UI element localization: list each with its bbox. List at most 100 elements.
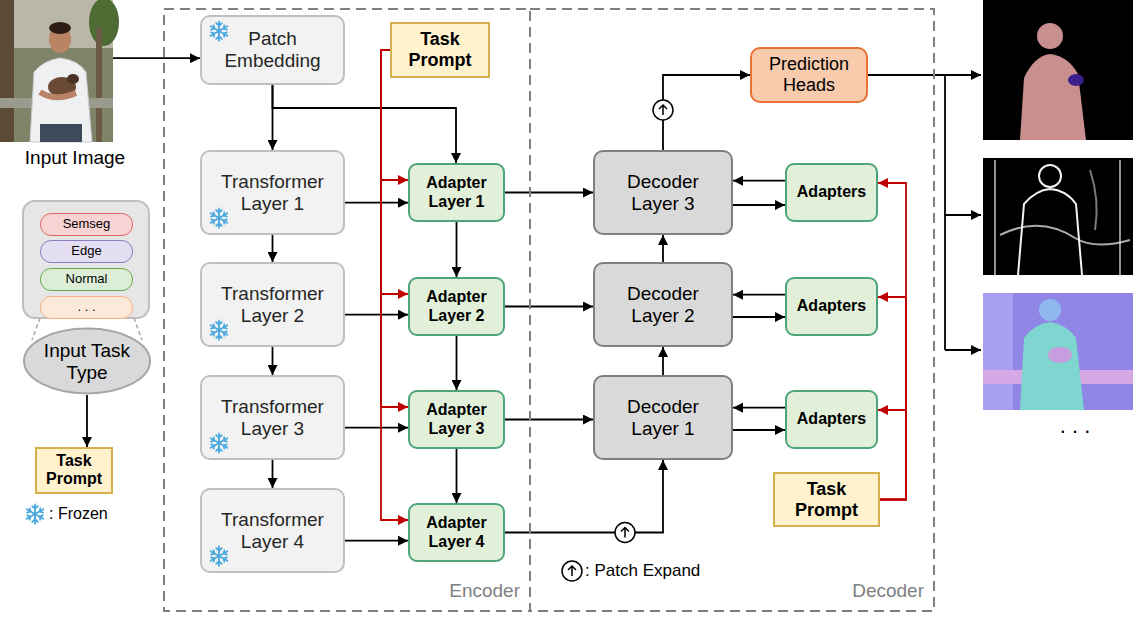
text-wrapper: Adapter Layer 4 <box>410 505 503 560</box>
task-prompt-box: Task Prompt <box>390 22 490 78</box>
text-wrapper: Transformer Layer 2 <box>202 264 343 345</box>
node-text: Adapter Layer 2 <box>418 288 495 325</box>
arrow-connector <box>456 336 458 390</box>
arrow-connector <box>733 180 785 182</box>
arrow-connector <box>662 235 664 262</box>
node-text: Semseg <box>63 217 111 232</box>
decoder-region: Decoder Prediction HeadsDecoder Layer 3 Ad… <box>530 8 935 612</box>
text-wrapper: Semseg <box>41 214 132 235</box>
arrow-connector <box>345 202 408 204</box>
input-image: Input Image <box>0 0 113 142</box>
arrow-connector <box>272 460 274 488</box>
node-text: Adapters <box>797 183 866 201</box>
snowflake-icon <box>208 432 230 454</box>
decoder-layer-box: Decoder Layer 2 <box>593 262 733 347</box>
legend-patch-expand-symbol <box>562 561 582 581</box>
node-text: Transformer Layer 1 <box>210 171 335 215</box>
arrow-connector <box>733 204 785 206</box>
decoder-layer-box: Decoder Layer 1 <box>593 375 733 460</box>
adapter-box: Adapter Layer 2 <box>408 277 505 336</box>
decoder-layer-box: Decoder Layer 3 <box>593 150 733 235</box>
segmentation-output <box>983 0 1133 140</box>
process-box: Patch Embedding <box>200 15 345 85</box>
snowflake-icon <box>208 207 230 229</box>
transformer-layer-box: Transformer Layer 1 <box>200 150 345 235</box>
text-wrapper: Adapter Layer 1 <box>410 165 503 220</box>
task-type-oval <box>24 329 150 394</box>
arrow-connector <box>662 347 664 375</box>
arrow-connector <box>505 460 663 533</box>
patch-expand-symbol <box>615 523 635 543</box>
text-wrapper: Patch Embedding <box>202 17 343 83</box>
arrow-connector <box>381 50 408 407</box>
arrow-connector <box>733 316 785 318</box>
arrow-connector <box>345 427 408 429</box>
arrow-connector <box>272 347 274 375</box>
arrow-connector <box>505 306 593 308</box>
node-text: Adapter Layer 1 <box>418 174 495 211</box>
text-wrapper: Decoder Layer 3 <box>595 152 731 233</box>
node-text: Input Task Type <box>30 340 144 384</box>
node-text: Normal <box>66 272 108 287</box>
task-prompt-box: Task Prompt <box>35 447 113 494</box>
arrow-connector <box>345 314 408 316</box>
more-outputs-mark: . . . <box>1040 413 1110 439</box>
arrow-connector <box>505 419 593 421</box>
node-text: Transformer Layer 4 <box>210 509 335 553</box>
node-text: Input Image <box>25 147 125 169</box>
node-text: Adapter Layer 4 <box>418 514 495 551</box>
edge-output <box>983 158 1133 275</box>
text-wrapper: Adapters <box>787 392 876 447</box>
adapter-box: Adapter Layer 3 <box>408 390 505 449</box>
node-text: Decoder Layer 3 <box>603 171 723 215</box>
legend-item: : Frozen <box>49 505 108 523</box>
text-wrapper: Input Task Type <box>22 328 152 395</box>
arrow-connector <box>878 410 906 500</box>
task-pill: Edge <box>40 240 133 263</box>
arrow-connector <box>505 192 593 194</box>
output-lines <box>868 75 981 350</box>
task-list-panel <box>23 201 149 318</box>
legend-text: : Frozen <box>49 505 108 523</box>
arrow-connector <box>381 50 408 520</box>
text-wrapper: Transformer Layer 4 <box>202 490 343 571</box>
node-text: Patch Embedding <box>210 28 335 72</box>
node-text: Decoder Layer 1 <box>603 396 723 440</box>
text-wrapper: Adapters <box>787 279 876 334</box>
text-wrapper: Encoder <box>418 576 526 606</box>
encoder-region: Encoder Patch Embedding Task PromptTransfo… <box>163 8 531 612</box>
transformer-layer-box: Transformer Layer 3 <box>200 375 345 460</box>
arrow-connector <box>733 407 785 409</box>
text-wrapper: Task Prompt <box>775 474 878 525</box>
snowflake-icon <box>208 20 230 42</box>
node-text: Prediction Heads <box>760 54 858 95</box>
node-text: Adapter Layer 3 <box>418 401 495 438</box>
node-text: Edge <box>71 244 101 259</box>
dashed-border <box>164 9 530 611</box>
node-text: Task Prompt <box>783 479 870 520</box>
text-wrapper: . . . <box>41 297 132 318</box>
text-wrapper: Normal <box>41 269 132 290</box>
task-pill: Semseg <box>40 213 133 236</box>
snowflake-icon <box>208 545 230 567</box>
arrow-connector <box>86 395 88 447</box>
text-wrapper: Task Prompt <box>37 449 111 492</box>
normal-output <box>983 293 1133 410</box>
text-wrapper: Decoder Layer 1 <box>595 377 731 458</box>
node-text: Transformer Layer 2 <box>210 283 335 327</box>
arrow-connector <box>733 429 785 431</box>
transformer-layer-box: Transformer Layer 2 <box>200 262 345 347</box>
arrow-connector <box>345 540 408 542</box>
node-text: Decoder <box>852 580 924 602</box>
node-text: Adapters <box>797 410 866 428</box>
adapter-box: Adapters <box>785 163 878 222</box>
patch-expand-symbol <box>653 100 673 120</box>
arrow-connector <box>733 294 785 296</box>
arrow-connector <box>113 57 200 59</box>
arrow-connector <box>272 235 274 262</box>
node-text: Task Prompt <box>400 29 480 70</box>
task-pill: Normal <box>40 268 133 291</box>
prediction-head-box: Prediction Heads <box>750 47 868 103</box>
